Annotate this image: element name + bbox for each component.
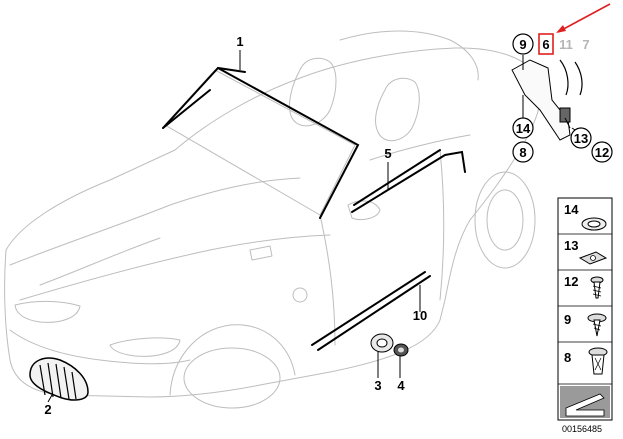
callout-10: 10 — [413, 308, 427, 323]
legend-label-8: 8 — [564, 350, 571, 365]
sill-trim-part — [311, 271, 431, 351]
car-outline — [4, 30, 542, 409]
svg-text:8: 8 — [519, 145, 526, 160]
hardware-legend: 14 13 12 9 8 — [557, 197, 613, 421]
circled-callout-8-top: 8 — [512, 141, 534, 163]
callout-3: 3 — [374, 378, 381, 393]
svg-text:14: 14 — [516, 121, 531, 136]
direction-arrow-icon — [560, 386, 610, 418]
circled-callout-13: 13 — [570, 127, 592, 149]
clip-nut-icon — [578, 251, 608, 265]
callout-1: 1 — [236, 34, 243, 49]
svg-text:6: 6 — [542, 37, 549, 52]
cover-panel-part — [511, 59, 583, 141]
callout-7: 7 — [582, 37, 589, 52]
door-seal-part — [351, 149, 466, 213]
callout-4: 4 — [397, 378, 405, 393]
circled-callout-12: 12 — [591, 141, 613, 163]
screw-icon — [590, 276, 604, 299]
circled-callout-9: 9 — [512, 33, 534, 55]
callout-6-highlighted: 6 — [538, 33, 554, 55]
legend-label-12: 12 — [564, 274, 578, 289]
plug-part — [393, 343, 409, 357]
svg-text:13: 13 — [574, 131, 588, 146]
kidney-grille-part — [29, 357, 89, 401]
callout-5: 5 — [384, 146, 391, 161]
legend-label-9: 9 — [564, 312, 571, 327]
svg-text:9: 9 — [519, 37, 526, 52]
red-arrow-icon — [556, 3, 611, 33]
legend-label-14: 14 — [564, 202, 579, 217]
tapping-screw-icon — [587, 313, 607, 337]
circled-callout-14-top: 14 — [512, 117, 534, 139]
grommet-part — [370, 333, 394, 353]
callout-2: 2 — [44, 402, 51, 417]
reference-number: 00156485 — [562, 424, 602, 434]
legend-label-13: 13 — [564, 238, 578, 253]
svg-text:12: 12 — [595, 145, 609, 160]
expanding-rivet-icon — [588, 347, 608, 375]
windshield-trim-part — [162, 66, 360, 219]
washer-icon — [581, 217, 607, 231]
callout-11: 11 — [559, 37, 573, 52]
